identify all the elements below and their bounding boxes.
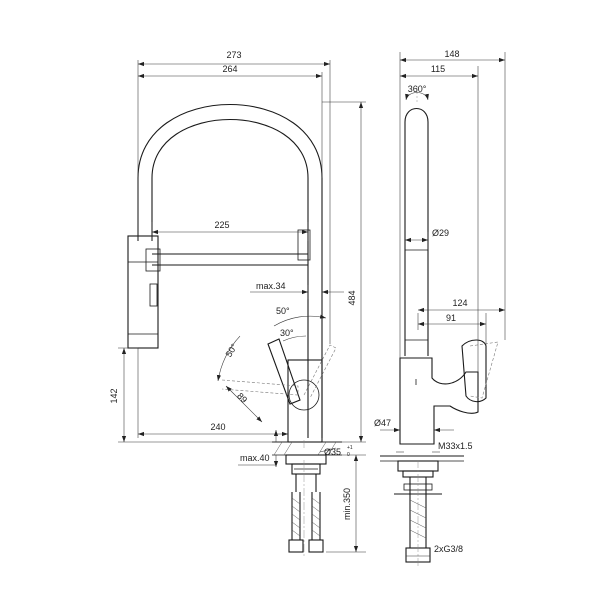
dim-body-depth: 115 [431, 64, 445, 74]
dim-spout-diameter: Ø29 [432, 228, 449, 238]
dim-lever-depth: 124 [452, 298, 467, 308]
front-view: 273 264 225 max.34 50° 30° 50° 89 142 24… [109, 50, 366, 558]
dim-deck-thickness: max.40 [240, 453, 270, 463]
dim-body-width: 264 [222, 64, 237, 74]
dim-hole-tolerance-lower: 0 [347, 452, 350, 458]
dim-supply-hoses: 2xG3/8 [434, 544, 463, 554]
front-dimension-lines [121, 61, 364, 552]
dim-thread: M33x1.5 [438, 441, 473, 451]
dim-rotation: 360° [408, 84, 427, 94]
dim-spout-inner-width: 225 [214, 220, 229, 230]
side-extension-lines [399, 52, 506, 372]
side-dimension-lines [380, 57, 505, 557]
dim-hose-offset: max.34 [256, 281, 286, 291]
dim-lever-radius: 89 [235, 391, 249, 405]
dim-lever-offset: 91 [446, 313, 456, 323]
dim-outlet-height: 142 [109, 388, 119, 403]
faucet-side-outline [380, 86, 499, 566]
faucet-front-outline [127, 103, 342, 558]
dim-base-diameter: Ø47 [374, 418, 391, 428]
dim-swivel-angle-upper: 50° [276, 306, 290, 316]
dim-min-length: min.350 [342, 488, 352, 520]
side-dimension-labels: 148 115 360° Ø29 124 91 Ø47 M33x1.5 2xG3… [374, 49, 473, 554]
side-view: 148 115 360° Ø29 124 91 Ø47 M33x1.5 2xG3… [374, 49, 506, 566]
dim-overall-height: 484 [347, 290, 357, 305]
front-dimension-labels: 273 264 225 max.34 50° 30° 50° 89 142 24… [109, 50, 357, 520]
dim-overall-depth: 148 [444, 49, 459, 59]
dim-reach: 240 [210, 422, 225, 432]
dim-overall-width: 273 [226, 50, 241, 60]
dim-hole-diameter: Ø35 [324, 447, 341, 457]
dim-lever-angle: 30° [280, 328, 294, 338]
dim-hole-tolerance-upper: +1 [347, 445, 353, 451]
